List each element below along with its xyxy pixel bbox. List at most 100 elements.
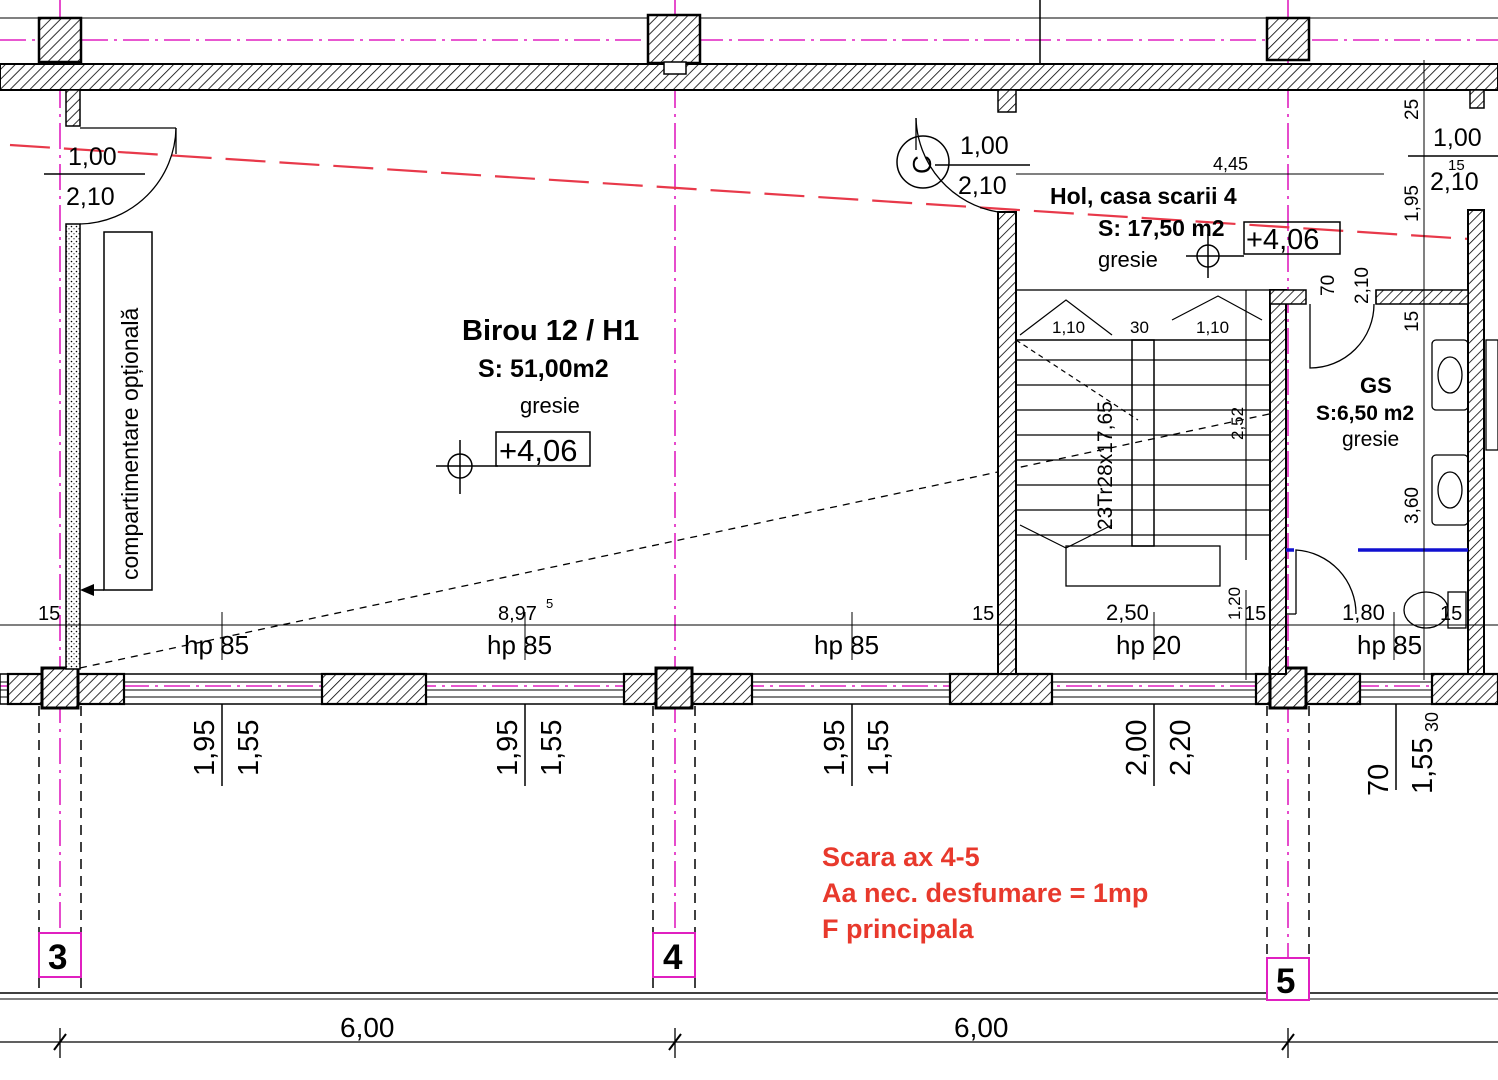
dim-210-gs: 2,10 <box>1352 267 1373 304</box>
column-5 <box>1268 666 1308 710</box>
window-4-h2: 2,20 <box>1165 720 1197 776</box>
facade-wall <box>0 666 1498 710</box>
parapet-5: hp 85 <box>1357 630 1422 660</box>
door-left <box>44 127 177 225</box>
window-2-h2: 1,55 <box>536 720 568 776</box>
dim-25: 25 <box>1402 99 1423 120</box>
room-gs-name: GS <box>1360 373 1392 398</box>
note-line-2: Aa nec. desfumare = 1mp <box>822 878 1148 908</box>
dim-15c: 15 <box>1244 603 1266 625</box>
partition-label: compartimentare opțională <box>117 307 143 580</box>
dim-250: 2,50 <box>1106 600 1149 625</box>
room-gs-floor: gresie <box>1342 428 1399 451</box>
axis-box-4 <box>652 932 696 978</box>
parapet-3: hp 85 <box>814 630 879 660</box>
column-4-top <box>646 13 702 65</box>
pier-4 <box>948 672 1054 706</box>
wall-stub-right <box>1469 89 1485 109</box>
dim-195: 1,95 <box>1402 185 1423 222</box>
stair-direction <box>1015 290 1263 560</box>
parapet-1: hp 85 <box>184 630 249 660</box>
door-hol-width: 1,00 <box>960 132 1009 160</box>
section-cut-line <box>9 143 1486 242</box>
stair-top-dim: 4,45 <box>1213 154 1248 174</box>
dim-30: 30 <box>1422 712 1442 732</box>
wall-stub-left <box>65 89 81 127</box>
door-right-width: 1,00 <box>1433 124 1482 152</box>
top-wall <box>0 63 1498 91</box>
top-columns <box>37 13 1311 75</box>
pier-6 <box>1430 672 1498 706</box>
level-birou: +4,06 <box>499 433 577 468</box>
door-left-height: 2,10 <box>66 183 115 211</box>
stair-flight <box>1015 289 1271 587</box>
door-hol <box>915 117 1030 213</box>
room-birou-floor: gresie <box>520 393 580 418</box>
stair-dim-3: 1,10 <box>1196 318 1229 337</box>
note-line-3: F principala <box>822 914 975 944</box>
optional-partition <box>65 223 81 670</box>
room-birou-area: S: 51,00m2 <box>478 355 609 383</box>
gs-fixtures <box>1403 339 1498 629</box>
stair-length: 2,52 <box>1228 407 1247 440</box>
stair-wall-left <box>997 211 1017 675</box>
dim-70b: 70 <box>1363 764 1395 796</box>
column-5-top <box>1265 16 1311 62</box>
window-2-h1: 1,95 <box>492 720 524 776</box>
stair-wall-right <box>1269 289 1287 675</box>
axis-label-3: 3 <box>48 938 67 977</box>
pier-2 <box>320 672 428 706</box>
partition-leader-arrow <box>80 584 104 596</box>
gs-wall-top <box>1375 289 1469 305</box>
bay-dim-2: 6,00 <box>954 1012 1009 1043</box>
window-height-lines <box>221 704 1155 786</box>
interior-dim-line <box>0 590 1498 680</box>
axis-box-5 <box>1266 957 1310 1001</box>
bay-dim-1: 6,00 <box>340 1012 395 1043</box>
room-birou-name: Birou 12 / H1 <box>462 315 639 347</box>
axis-box-3 <box>38 932 82 978</box>
dim-360: 3,60 <box>1402 487 1423 524</box>
stair-dim-2: 30 <box>1130 318 1149 337</box>
axis-label-5: 5 <box>1276 962 1295 1001</box>
window-1-h2: 1,55 <box>233 720 265 776</box>
parapet-4: hp 20 <box>1116 630 1181 660</box>
dim-70-gs: 70 <box>1318 275 1339 296</box>
diagonal-dashed-line <box>79 409 1289 669</box>
partition-label-box <box>103 231 153 591</box>
window-4-h1: 2,00 <box>1121 720 1153 776</box>
parapet-2: hp 85 <box>487 630 552 660</box>
section-marker <box>896 135 950 189</box>
dim-15d: 15 <box>1440 603 1462 625</box>
dim-897-sup: 5 <box>546 596 553 611</box>
dim-155: 1,55 <box>1407 738 1439 794</box>
column-3 <box>40 666 80 710</box>
dim-180: 1,80 <box>1342 600 1385 625</box>
gs-wall-right <box>1467 209 1485 675</box>
dim-15-right: 15 <box>1448 157 1465 174</box>
window-3-h2: 1,55 <box>863 720 895 776</box>
stair-label: 23Tr28x17,65 <box>1094 401 1117 530</box>
window-1-h1: 1,95 <box>189 720 221 776</box>
stair-wall-corner <box>1269 289 1307 305</box>
dim-120: 1,20 <box>1225 587 1244 620</box>
level-hol: +4,06 <box>1246 224 1319 256</box>
level-marker-birou <box>436 431 591 494</box>
stair-dim-1: 1,10 <box>1052 318 1085 337</box>
door-left-width: 1,00 <box>68 143 117 171</box>
door-right-height: 2,10 <box>1430 168 1479 196</box>
section-marker-label: C <box>907 155 937 174</box>
bay-dim-line <box>0 1028 1498 1058</box>
room-hol-floor: gresie <box>1098 247 1158 272</box>
level-marker-hol <box>1186 221 1341 278</box>
room-hol-name: Hol, casa scarii 4 <box>1050 183 1237 209</box>
dim-15e: 15 <box>1402 311 1423 332</box>
note-line-1: Scara ax 4-5 <box>822 842 980 872</box>
wall-stub-hol <box>997 89 1017 113</box>
room-hol-area: S: 17,50 m2 <box>1098 215 1225 241</box>
column-4-top-base <box>663 61 687 75</box>
door-gs-lower <box>1286 549 1357 615</box>
door-hol-height: 2,10 <box>958 172 1007 200</box>
axis-label-4: 4 <box>663 938 683 977</box>
room-gs-area: S:6,50 m2 <box>1316 402 1414 425</box>
